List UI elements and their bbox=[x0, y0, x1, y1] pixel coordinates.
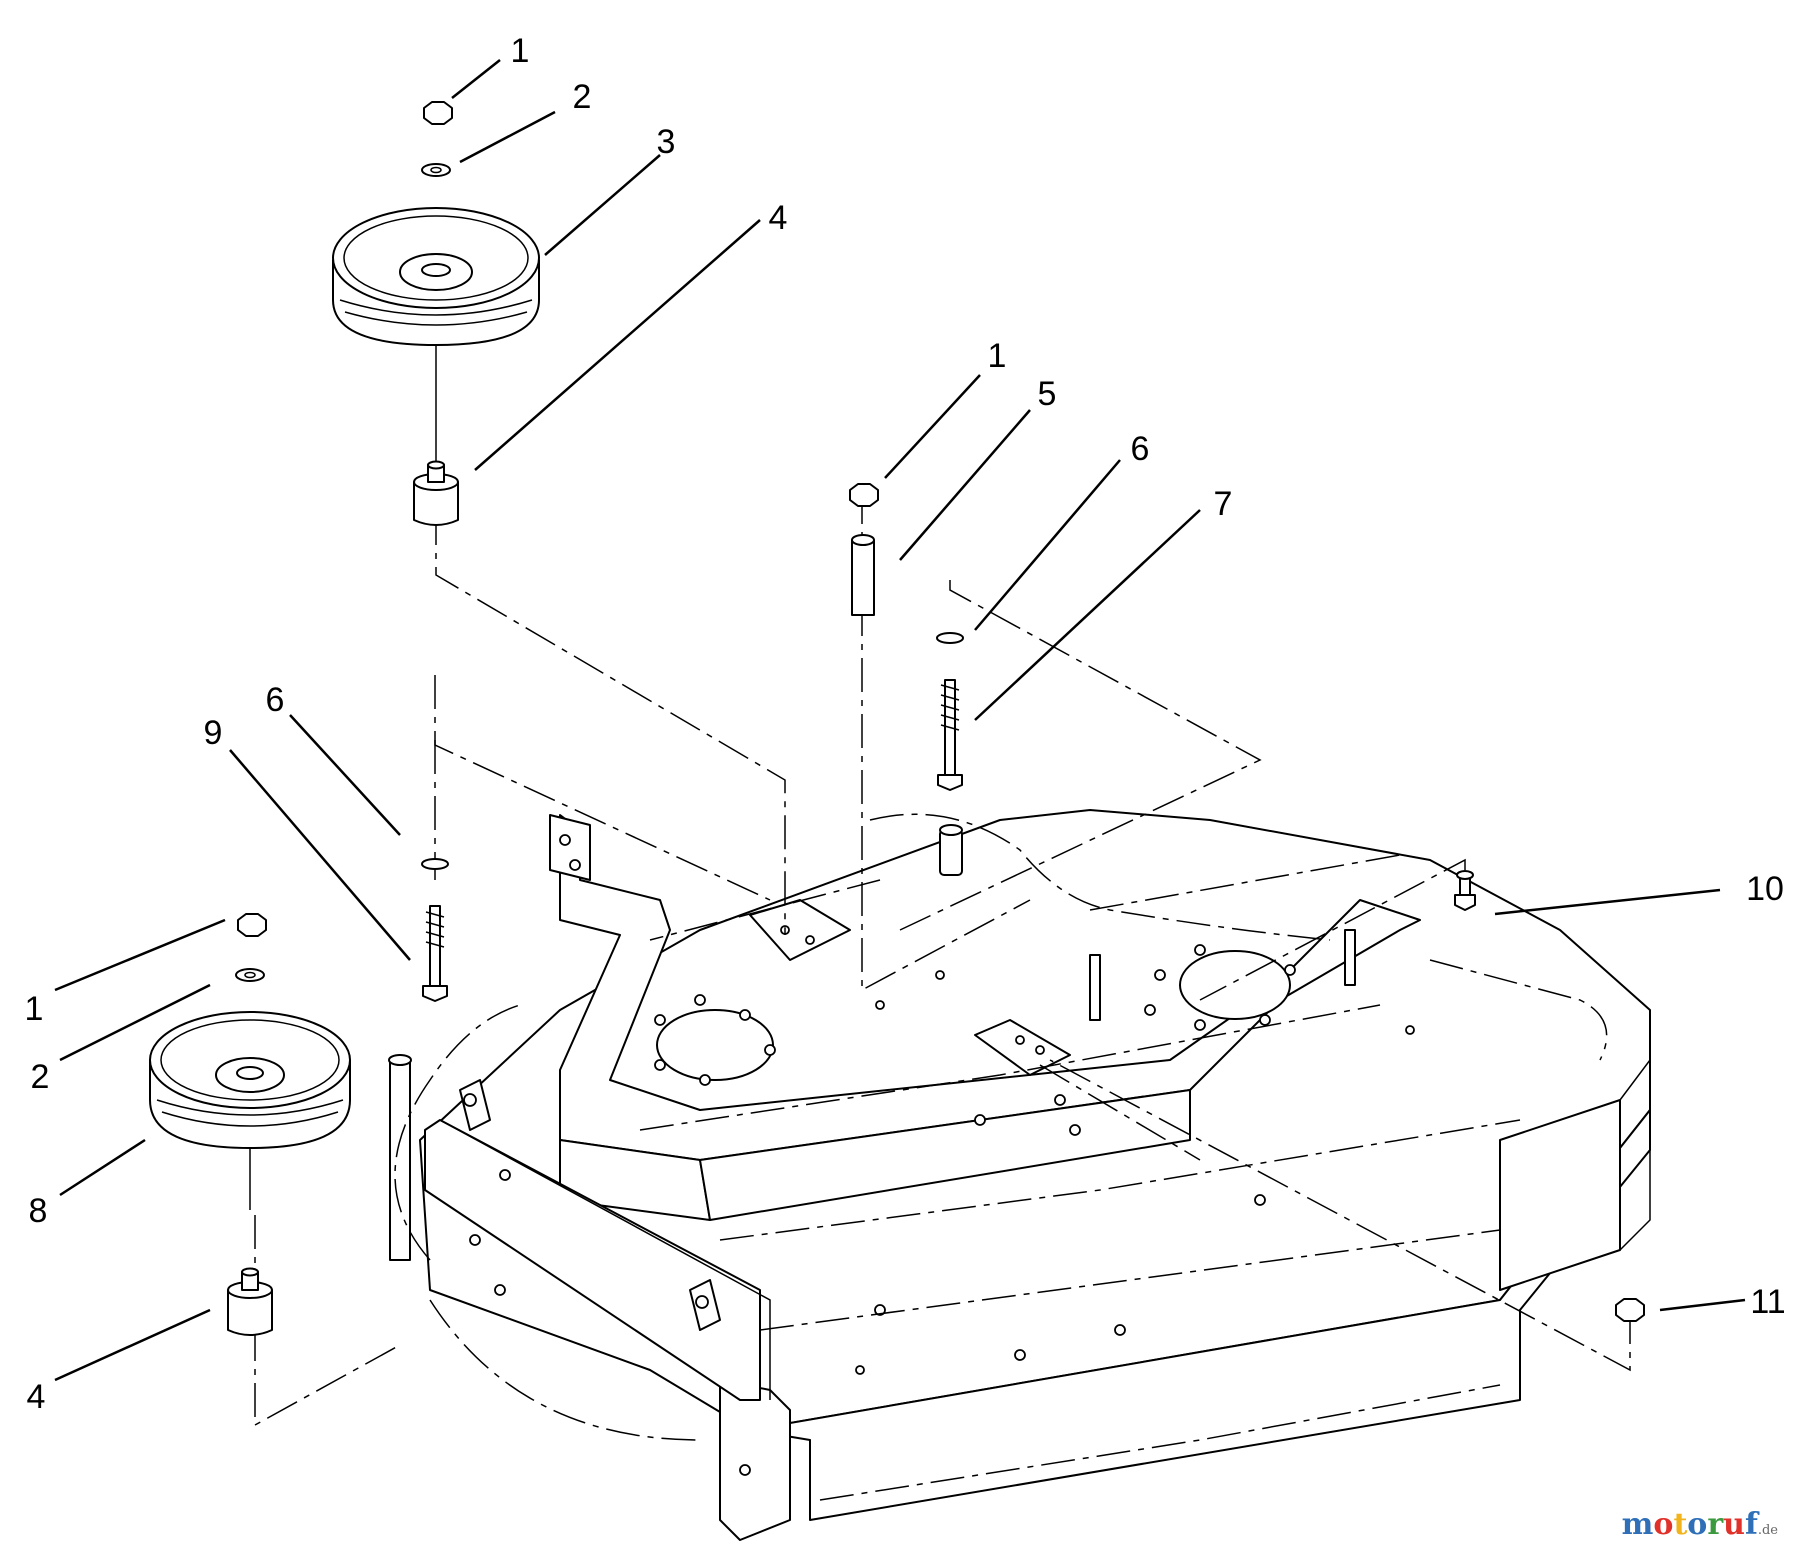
callout-1-top: 1 bbox=[511, 32, 530, 70]
callout-6-left: 6 bbox=[266, 681, 285, 719]
callout-leaders bbox=[54, 59, 1746, 1382]
callout-4-top: 4 bbox=[769, 199, 788, 237]
callout-1-left: 1 bbox=[25, 990, 44, 1028]
flange-nut bbox=[423, 101, 453, 125]
watermark-letter: m bbox=[1621, 1507, 1654, 1542]
callout-5: 5 bbox=[1038, 375, 1057, 413]
callout-3: 3 bbox=[657, 123, 676, 161]
callout-11: 11 bbox=[1750, 1283, 1785, 1321]
pulley bbox=[149, 1011, 351, 1149]
watermark-letter: o bbox=[1653, 1507, 1674, 1542]
washer bbox=[421, 858, 449, 870]
washer bbox=[235, 968, 265, 982]
flange-nut bbox=[1615, 1298, 1645, 1322]
callout-4-left: 4 bbox=[27, 1378, 46, 1416]
callout-2-left: 2 bbox=[31, 1058, 50, 1096]
watermark-letter: t bbox=[1673, 1507, 1688, 1542]
watermark-letter: f bbox=[1744, 1507, 1758, 1542]
spring-bolt bbox=[422, 905, 448, 1002]
watermark-letter: r bbox=[1707, 1507, 1724, 1542]
callout-numbers: 1 2 3 4 1 5 6 7 6 9 1 2 8 4 10 11 bbox=[25, 32, 1786, 1416]
pulley bbox=[332, 207, 540, 346]
washer bbox=[936, 632, 964, 644]
motoruf-watermark-logo: motoruf.de bbox=[1622, 1507, 1778, 1542]
spacer bbox=[227, 1267, 273, 1336]
watermark-letters: motoruf bbox=[1622, 1507, 1758, 1542]
right-hardware bbox=[1454, 870, 1645, 1322]
callout-6-center: 6 bbox=[1131, 430, 1150, 468]
assembly-lines bbox=[249, 305, 1631, 1501]
callout-9: 9 bbox=[204, 714, 223, 752]
washer bbox=[421, 163, 451, 177]
callout-10: 10 bbox=[1746, 870, 1784, 908]
watermark-letter: o bbox=[1687, 1507, 1708, 1542]
callout-2-top: 2 bbox=[573, 78, 592, 116]
top-pulley-assembly bbox=[332, 101, 540, 526]
spring-bolt bbox=[937, 679, 963, 791]
watermark-letter: u bbox=[1723, 1507, 1745, 1542]
callout-7: 7 bbox=[1214, 485, 1233, 523]
callout-8: 8 bbox=[29, 1192, 48, 1230]
mower-deck bbox=[388, 809, 1651, 1541]
spacer-tube bbox=[851, 534, 875, 616]
left-hardware bbox=[149, 858, 449, 1336]
flange-nut bbox=[237, 913, 267, 937]
callout-1-center: 1 bbox=[988, 337, 1007, 375]
spacer bbox=[413, 460, 459, 526]
watermark-suffix: .de bbox=[1757, 1523, 1778, 1538]
carriage-bolt bbox=[1454, 870, 1476, 911]
flange-nut bbox=[849, 483, 879, 507]
center-hardware bbox=[849, 483, 964, 791]
